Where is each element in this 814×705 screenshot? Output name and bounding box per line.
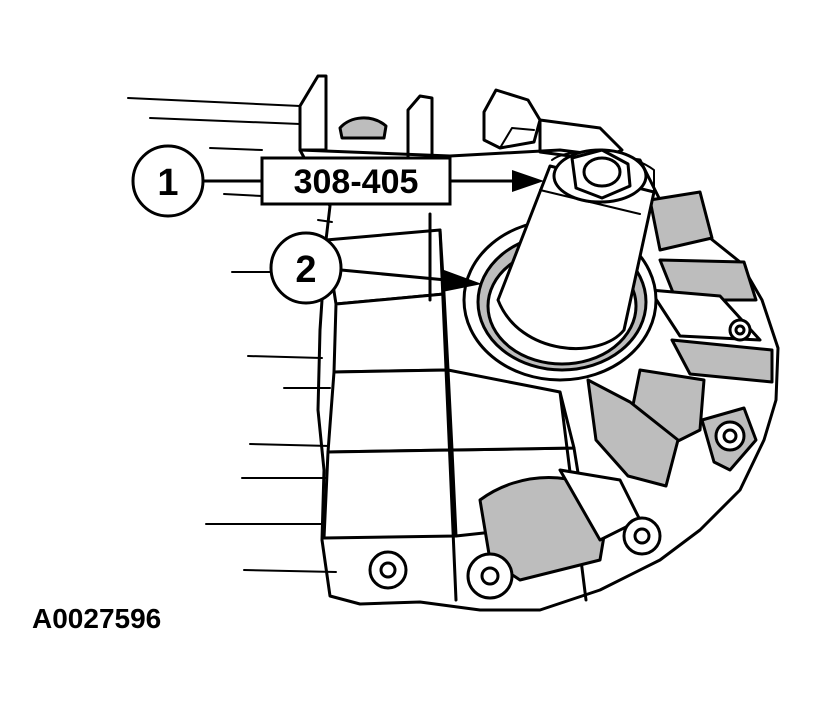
top-ribs — [298, 74, 624, 162]
extension-lines — [127, 97, 337, 573]
callout-1-arrowhead — [512, 170, 544, 192]
callout-2-number: 2 — [295, 249, 316, 291]
callout-1: 1 308-405 — [131, 144, 544, 218]
callout-2-circle — [269, 231, 343, 305]
transmission-housing-drawing — [127, 74, 780, 612]
callout-2-leader — [339, 268, 448, 282]
callout-2-arrowhead — [442, 270, 482, 292]
figure-id: A0027596 — [32, 603, 161, 634]
callout-2: 2 — [269, 231, 482, 305]
part-number-label: 308-405 — [294, 163, 419, 201]
seal-installer-tool — [496, 148, 656, 350]
callout-1-number: 1 — [157, 162, 178, 204]
bolt-bosses — [368, 318, 752, 600]
